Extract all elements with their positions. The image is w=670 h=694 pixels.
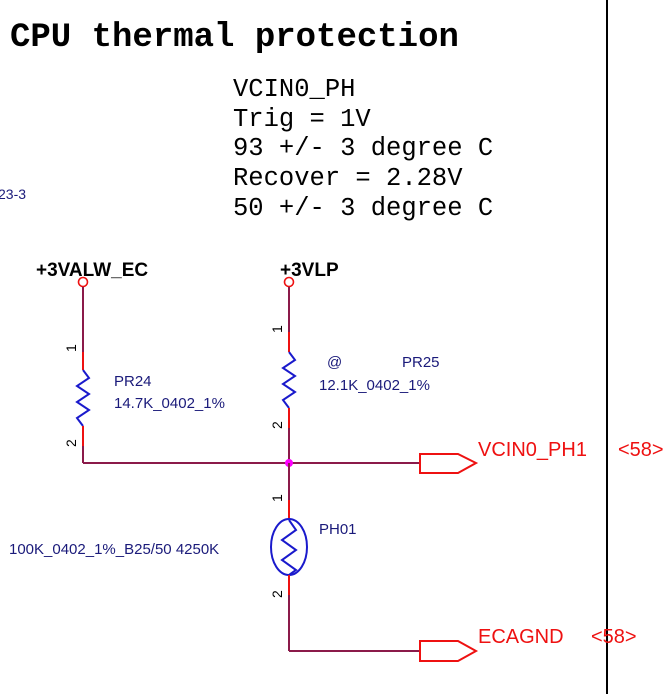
power-connector-icon[interactable] bbox=[283, 276, 295, 288]
component-ref: PH01 bbox=[319, 521, 357, 538]
note-line: Recover = 2.28V bbox=[233, 164, 463, 193]
component-value: 14.7K_0402_1% bbox=[114, 395, 225, 412]
port-page-ref[interactable]: <58> bbox=[591, 626, 637, 648]
offpage-port-vcin0-ph1[interactable]: VCIN0_PH1 <58> bbox=[419, 439, 664, 474]
resistor-pr24[interactable]: 1 2 PR24 14.7K_0402_1% bbox=[63, 287, 225, 463]
thermistor-body-icon bbox=[270, 518, 308, 576]
resistor-pr25[interactable]: 1 2 @ PR25 12.1K_0402_1% bbox=[269, 287, 440, 463]
offpage-connector-icon bbox=[419, 640, 479, 662]
note-line: VCIN0_PH bbox=[233, 75, 355, 104]
pin-number: 2 bbox=[63, 439, 79, 447]
component-marker: @ bbox=[327, 354, 342, 371]
component-ref: PR24 bbox=[114, 373, 152, 390]
offpage-port-ecagnd[interactable]: ECAGND <58> bbox=[419, 626, 637, 662]
power-connector-icon[interactable] bbox=[77, 276, 89, 288]
port-name: ECAGND bbox=[478, 626, 564, 648]
resistor-zigzag-icon bbox=[75, 369, 91, 427]
pin-number: 2 bbox=[269, 421, 285, 429]
component-ref: PR25 bbox=[402, 354, 440, 371]
note-line: Trig = 1V bbox=[233, 105, 371, 134]
power-net-label-3valw-ec: +3VALW_EC bbox=[36, 260, 148, 281]
partial-reference-label: 23-3 bbox=[0, 186, 26, 202]
thermistor-ph01[interactable]: 1 2 PH01 100K_0402_1%_B25/50 4250K bbox=[9, 463, 357, 651]
component-value: 12.1K_0402_1% bbox=[319, 377, 430, 394]
pin-number: 2 bbox=[269, 590, 285, 598]
port-page-ref[interactable]: <58> bbox=[618, 439, 664, 461]
pin-number: 1 bbox=[63, 344, 79, 352]
pin-number: 1 bbox=[269, 325, 285, 333]
port-name: VCIN0_PH1 bbox=[478, 439, 587, 461]
schematic-title: CPU thermal protection bbox=[10, 19, 459, 57]
offpage-connector-icon bbox=[419, 453, 479, 474]
component-value: 100K_0402_1%_B25/50 4250K bbox=[9, 541, 219, 558]
note-line: 93 +/- 3 degree C bbox=[233, 134, 493, 163]
trip-point-notes: VCIN0_PH Trig = 1V 93 +/- 3 degree C Rec… bbox=[233, 75, 493, 223]
resistor-zigzag-icon bbox=[281, 351, 297, 409]
power-net-label-3vlp: +3VLP bbox=[280, 260, 339, 281]
note-line: 50 +/- 3 degree C bbox=[233, 194, 493, 223]
thermistor-zigzag-icon bbox=[280, 519, 298, 576]
pin-number: 1 bbox=[269, 494, 285, 502]
